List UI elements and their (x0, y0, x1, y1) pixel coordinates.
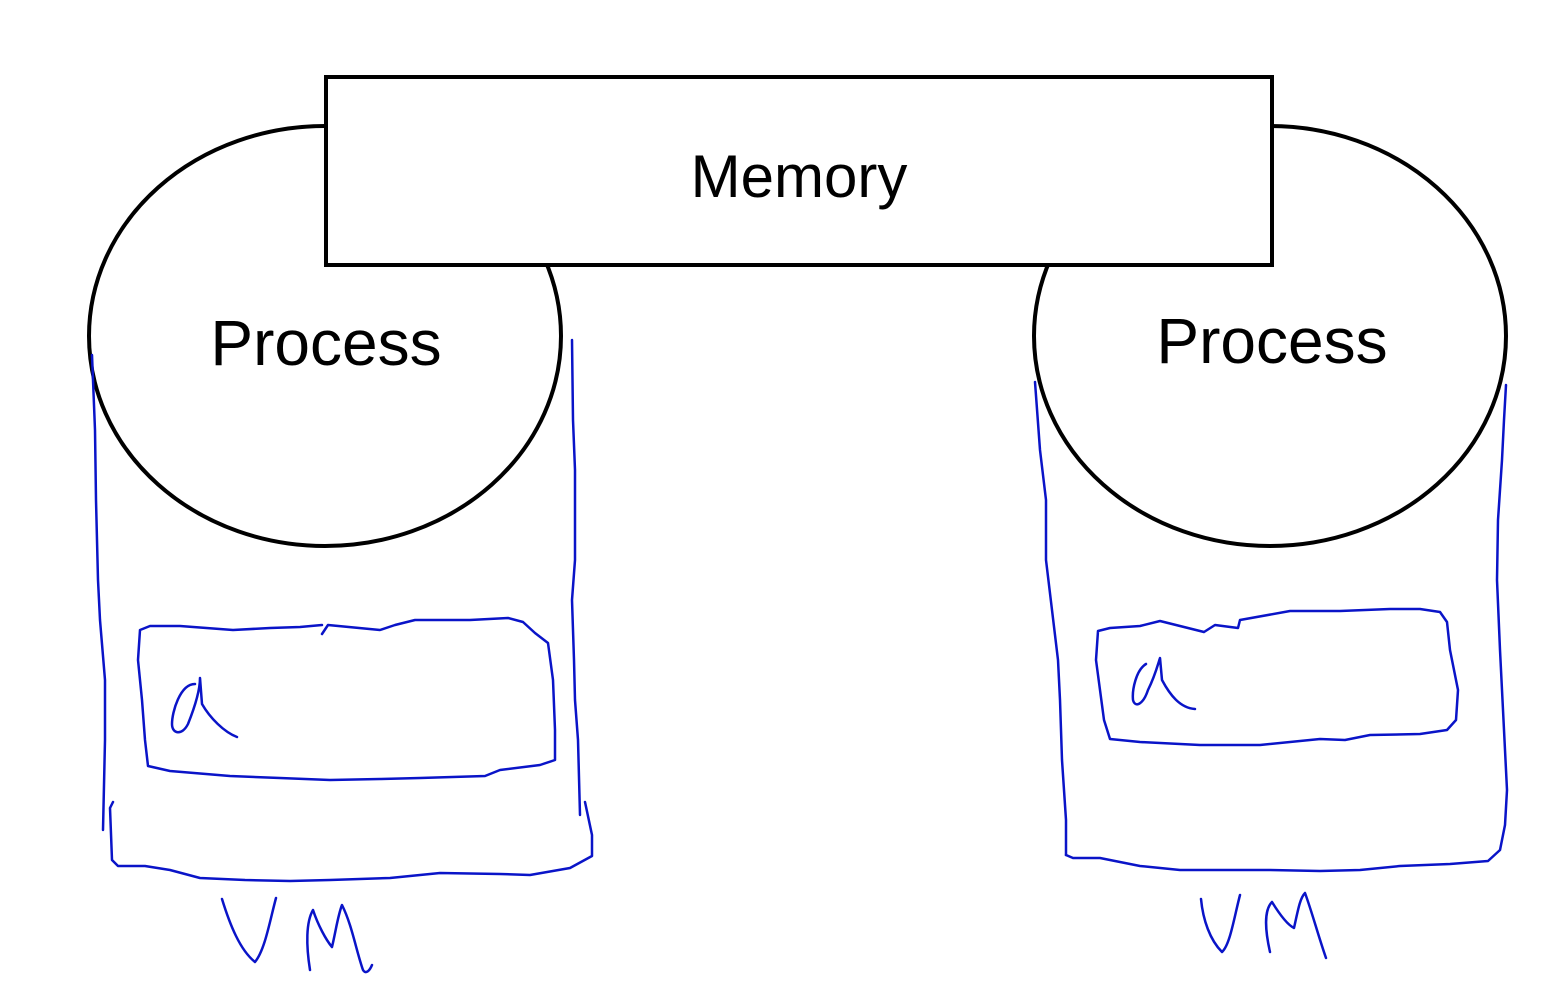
var-left-box (136, 616, 557, 782)
vm-right-glyph-v (1199, 893, 1242, 954)
vm-left-bracket (108, 800, 594, 883)
vm-left-glyph-v (220, 896, 278, 964)
process-left-label: Process (210, 307, 441, 379)
vm-right-glyph-m (1264, 891, 1328, 960)
vm-right-outline-left (1033, 380, 1068, 857)
vm-left-annotation (90, 338, 594, 974)
memory-box (324, 75, 1274, 267)
var-right-box (1094, 607, 1460, 747)
vm-left-glyph-m (306, 903, 374, 974)
vm-right-outline-right (1064, 383, 1509, 873)
memory-label: Memory (691, 143, 908, 210)
vm-left-outline-right (570, 338, 582, 817)
process-right-label: Process (1156, 305, 1387, 377)
var-right-glyph (1131, 656, 1197, 711)
vm-left-outline (90, 353, 107, 832)
var-left-glyph (170, 676, 239, 739)
vm-right-annotation (1033, 380, 1509, 960)
